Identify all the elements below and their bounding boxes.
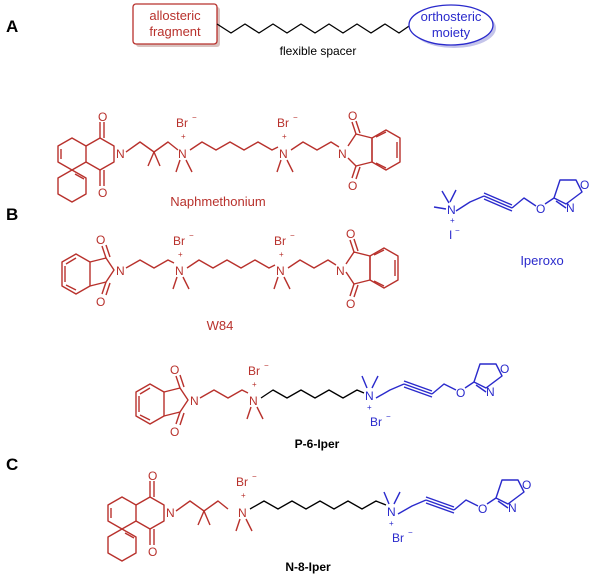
compound-name-n8iper: N-8-Iper bbox=[285, 560, 331, 574]
atom-n-plus: N bbox=[175, 264, 184, 278]
charge-plus: + bbox=[181, 132, 186, 141]
compound-name-w84: W84 bbox=[207, 318, 234, 333]
charge-plus: + bbox=[450, 216, 455, 225]
atom-n-plus: N bbox=[178, 147, 187, 161]
atom-o: O bbox=[98, 186, 107, 200]
atom-o: O bbox=[98, 110, 107, 124]
charge-plus: + bbox=[252, 380, 257, 389]
atom-n-plus: N bbox=[387, 505, 396, 519]
charge-minus: − bbox=[252, 472, 257, 481]
atom-o: O bbox=[536, 202, 545, 216]
atom-n-plus: N bbox=[238, 506, 247, 520]
charge-minus: − bbox=[189, 231, 194, 240]
bromide: Br bbox=[274, 234, 286, 248]
bromide: Br bbox=[277, 116, 289, 130]
atom-n: N bbox=[336, 264, 345, 278]
atom-n: N bbox=[166, 506, 175, 520]
atom-n-plus: N bbox=[365, 389, 374, 403]
atom-n: N bbox=[190, 394, 199, 408]
orthosteric-moiety-ellipse bbox=[408, 4, 494, 46]
atom-o: O bbox=[96, 233, 105, 247]
charge-minus: − bbox=[408, 528, 413, 537]
charge-minus: − bbox=[264, 361, 269, 370]
p6iper-structure: O O N N + Br − N + Br − O O N bbox=[135, 361, 509, 439]
naphmethonium-structure: O O N N + Br − N + Br − N O O bbox=[57, 109, 401, 203]
n8iper-structure: O O N N + Br − N + Br − O O N bbox=[107, 469, 531, 562]
atom-o: O bbox=[170, 363, 179, 377]
iperoxo-structure: N + I − O O N bbox=[433, 178, 589, 242]
allosteric-fragment-label-1: allosteric bbox=[149, 8, 201, 23]
atom-n: N bbox=[508, 501, 517, 515]
charge-minus: − bbox=[290, 231, 295, 240]
orthosteric-moiety-label-1: orthosteric bbox=[421, 9, 482, 24]
charge-minus: − bbox=[386, 412, 391, 421]
bromide: Br bbox=[173, 234, 185, 248]
atom-o: O bbox=[580, 178, 589, 192]
bromide: Br bbox=[248, 364, 260, 378]
charge-minus: − bbox=[192, 113, 197, 122]
atom-o: O bbox=[348, 179, 357, 193]
atom-o: O bbox=[148, 545, 157, 559]
bromide: Br bbox=[176, 116, 188, 130]
compound-name-p6iper: P-6-Iper bbox=[295, 437, 340, 451]
atom-o: O bbox=[522, 478, 531, 492]
charge-minus: − bbox=[293, 113, 298, 122]
atom-o: O bbox=[346, 297, 355, 311]
atom-o: O bbox=[348, 109, 357, 123]
atom-n: N bbox=[116, 147, 125, 161]
panel-label-c: C bbox=[6, 455, 18, 474]
iodide: I bbox=[449, 228, 452, 242]
atom-n-plus: N bbox=[279, 147, 288, 161]
bromide: Br bbox=[392, 531, 404, 545]
panel-label-b: B bbox=[6, 205, 18, 224]
atom-o: O bbox=[170, 425, 179, 439]
atom-o: O bbox=[148, 469, 157, 483]
w84-structure: O O N N + Br − N + Br − N O O bbox=[61, 227, 399, 311]
compound-name-naphmethonium: Naphmethonium bbox=[170, 194, 265, 209]
atom-o: O bbox=[500, 362, 509, 376]
charge-minus: − bbox=[455, 226, 460, 235]
atom-o: O bbox=[478, 502, 487, 516]
atom-o: O bbox=[346, 227, 355, 241]
charge-plus: + bbox=[279, 250, 284, 259]
panel-label-a: A bbox=[6, 17, 18, 36]
atom-n-plus: N bbox=[447, 203, 456, 217]
charge-plus: + bbox=[241, 491, 246, 500]
charge-plus: + bbox=[178, 250, 183, 259]
compound-name-iperoxo: Iperoxo bbox=[520, 253, 563, 268]
scheme-a: allosteric fragment flexible spacer orth… bbox=[132, 3, 496, 58]
atom-n: N bbox=[338, 147, 347, 161]
atom-o: O bbox=[456, 386, 465, 400]
atom-o: O bbox=[96, 295, 105, 309]
charge-plus: + bbox=[282, 132, 287, 141]
orthosteric-moiety-label-2: moiety bbox=[432, 25, 471, 40]
bromide: Br bbox=[370, 415, 382, 429]
atom-n: N bbox=[486, 385, 495, 399]
flexible-spacer-chain bbox=[216, 23, 413, 34]
atom-n-plus: N bbox=[249, 394, 258, 408]
flexible-spacer-label: flexible spacer bbox=[280, 44, 357, 58]
atom-n-plus: N bbox=[276, 264, 285, 278]
bromide: Br bbox=[236, 475, 248, 489]
atom-n: N bbox=[566, 201, 575, 215]
charge-plus: + bbox=[389, 519, 394, 528]
charge-plus: + bbox=[367, 403, 372, 412]
atom-n: N bbox=[116, 264, 125, 278]
allosteric-fragment-label-2: fragment bbox=[149, 24, 201, 39]
